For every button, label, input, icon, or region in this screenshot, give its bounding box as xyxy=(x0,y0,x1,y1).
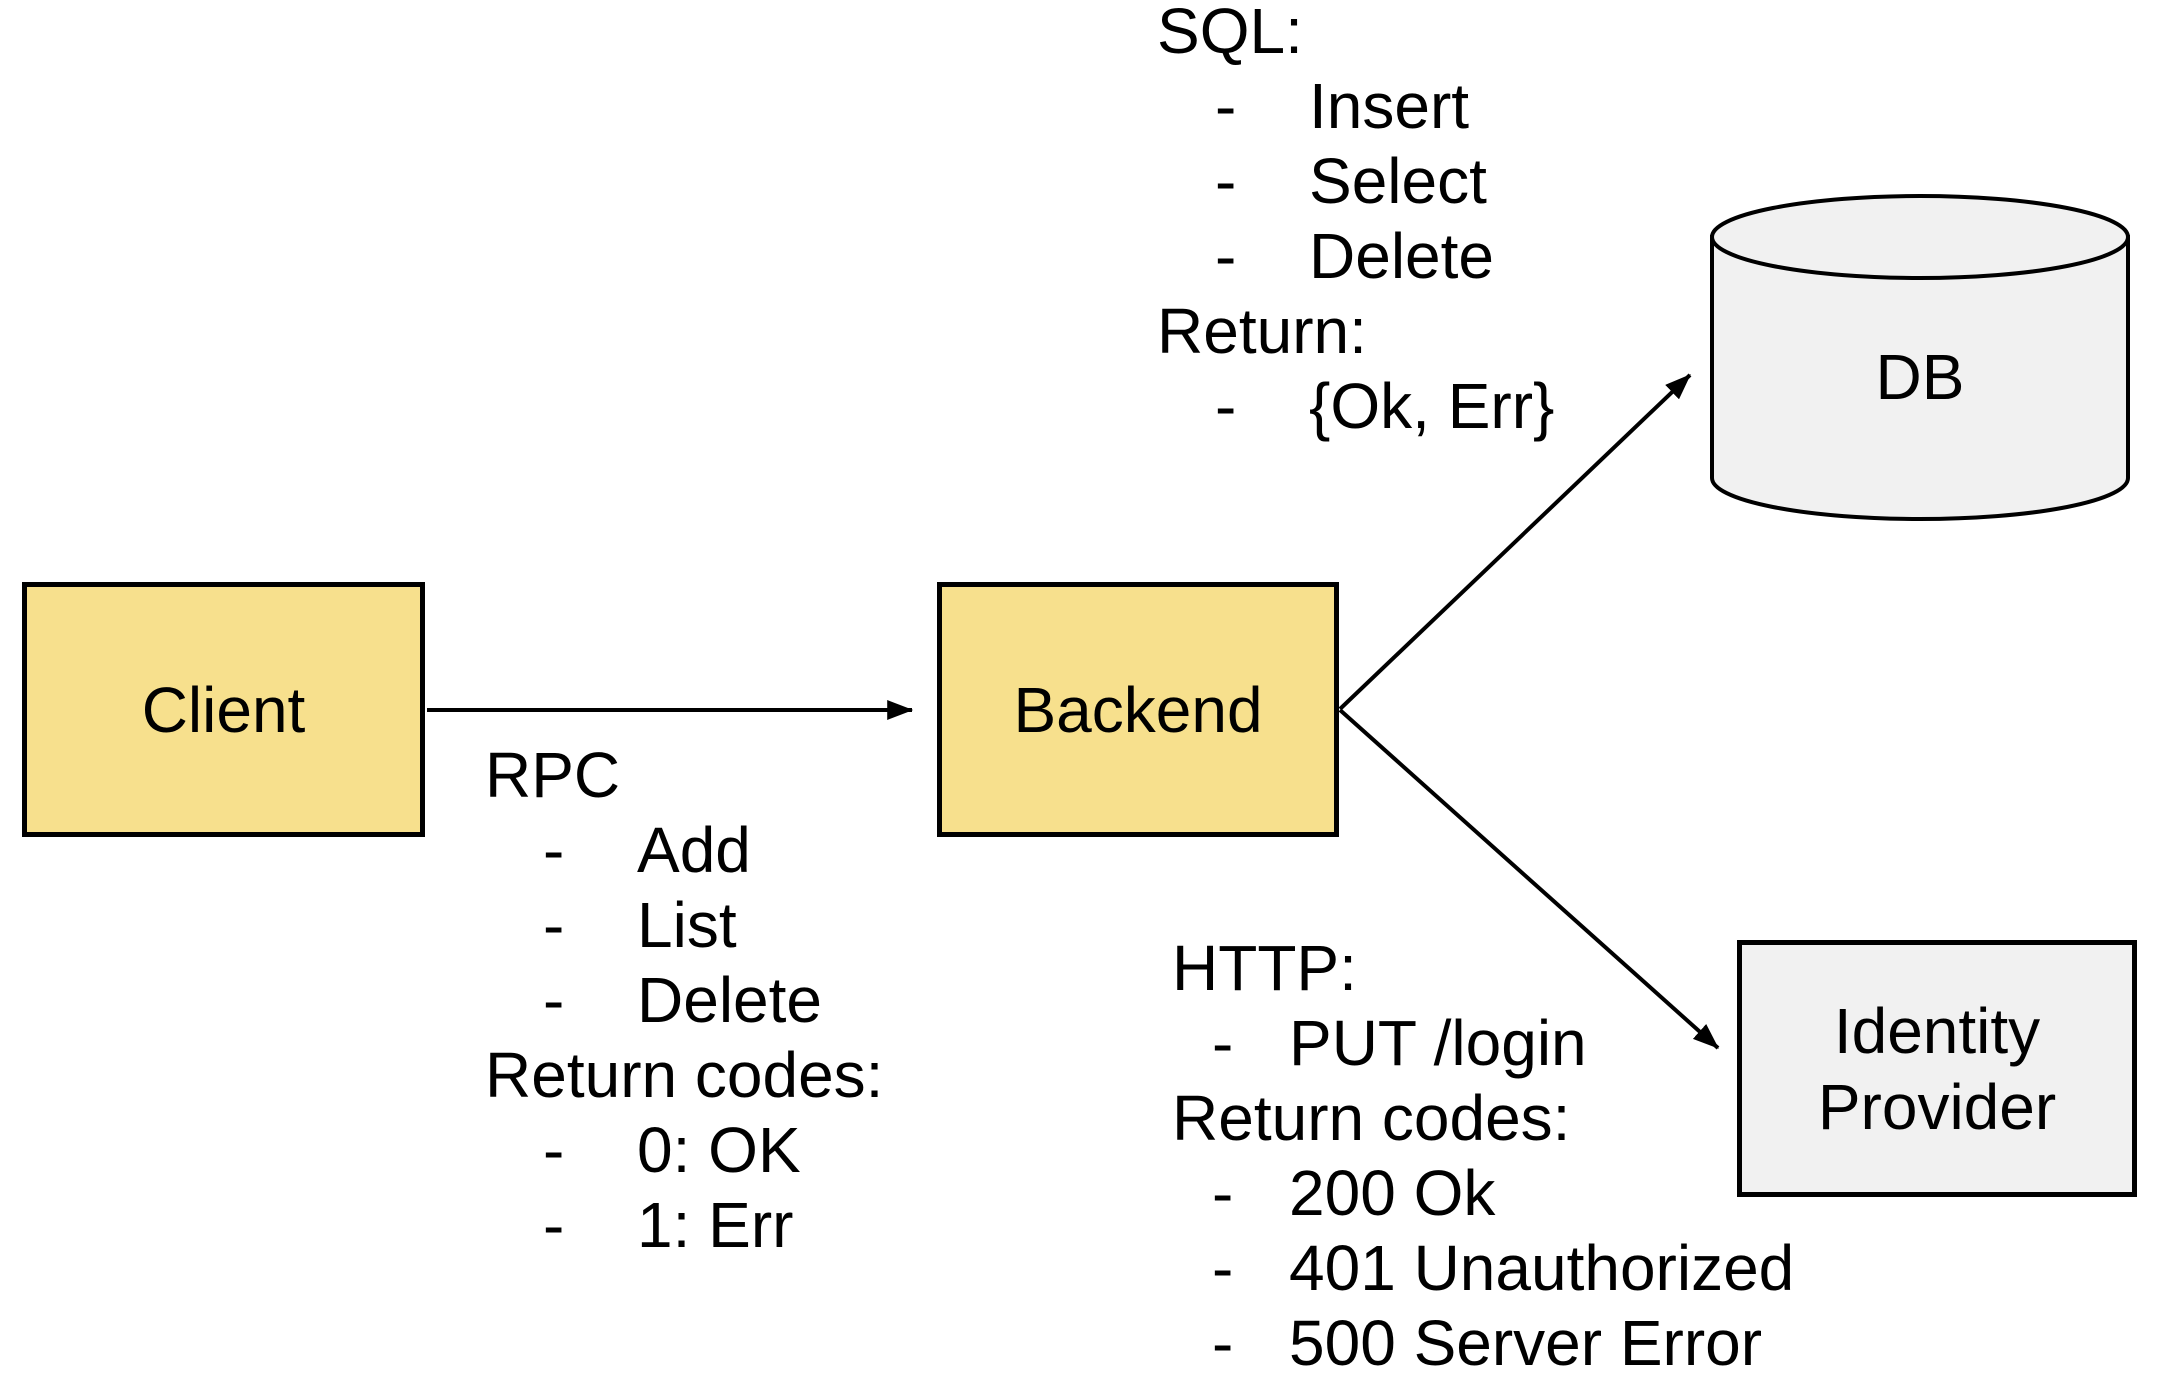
node-backend: Backend xyxy=(937,582,1339,837)
http-return-item: - 200 Ok xyxy=(1212,1157,1496,1229)
bullet-dash: - xyxy=(543,814,565,886)
node-identity-provider-label: Identity Provider xyxy=(1817,994,2057,1143)
bullet-dash: - xyxy=(1215,220,1237,292)
http-return-item: - 401 Unauthorized xyxy=(1212,1232,1795,1304)
bullet-dash: - xyxy=(1212,1232,1234,1304)
bullet-dash: - xyxy=(1212,1307,1234,1379)
node-identity-provider: Identity Provider xyxy=(1737,940,2137,1197)
bullet-dash: - xyxy=(543,889,565,961)
bullet-dash: - xyxy=(1215,145,1237,217)
http-return-item: - 500 Server Error xyxy=(1212,1307,1763,1379)
bullet-dash: - xyxy=(1215,70,1237,142)
node-client: Client xyxy=(22,582,425,837)
rpc-return-heading: Return codes: xyxy=(485,1039,884,1111)
db-cylinder-top xyxy=(1710,194,2130,280)
bullet-dash: - xyxy=(1212,1157,1234,1229)
rpc-item: - Delete xyxy=(543,964,822,1036)
rpc-return-item: - 0: OK xyxy=(543,1114,801,1186)
http-annotation: HTTP: - PUT /login Return codes: - 200 O… xyxy=(1172,931,1795,1381)
bullet-dash: - xyxy=(1212,1007,1234,1079)
sql-item: - Select xyxy=(1215,145,1487,217)
sql-item: - Insert xyxy=(1215,70,1470,142)
bullet-dash: - xyxy=(1215,370,1237,442)
node-client-label: Client xyxy=(141,673,306,746)
db-cylinder-body xyxy=(1710,235,2130,521)
bullet-dash: - xyxy=(543,964,565,1036)
node-backend-label: Backend xyxy=(1013,673,1263,746)
sql-item: - Delete xyxy=(1215,220,1494,292)
rpc-annotation: RPC - Add - List - Delete Return codes: … xyxy=(485,738,883,1263)
http-item: - PUT /login xyxy=(1212,1007,1587,1079)
rpc-heading: RPC xyxy=(485,739,621,811)
sql-annotation: SQL: - Insert - Select - Delete Return: … xyxy=(1157,0,1555,444)
rpc-item: - List xyxy=(543,889,737,961)
sql-return-item: - {Ok, Err} xyxy=(1215,370,1555,442)
bullet-dash: - xyxy=(543,1189,565,1261)
edge-backend-to-db xyxy=(1338,373,1692,711)
edge-backend-to-identity-provider xyxy=(1338,708,1720,1050)
rpc-item: - Add xyxy=(543,814,751,886)
node-db-label: DB xyxy=(1875,341,1965,413)
http-heading: HTTP: xyxy=(1172,932,1357,1004)
node-db: DB xyxy=(1712,262,2128,492)
sql-return-heading: Return: xyxy=(1157,295,1367,367)
rpc-return-item: - 1: Err xyxy=(543,1189,794,1261)
sql-heading: SQL: xyxy=(1157,0,1303,67)
bullet-dash: - xyxy=(543,1114,565,1186)
http-return-heading: Return codes: xyxy=(1172,1082,1571,1154)
